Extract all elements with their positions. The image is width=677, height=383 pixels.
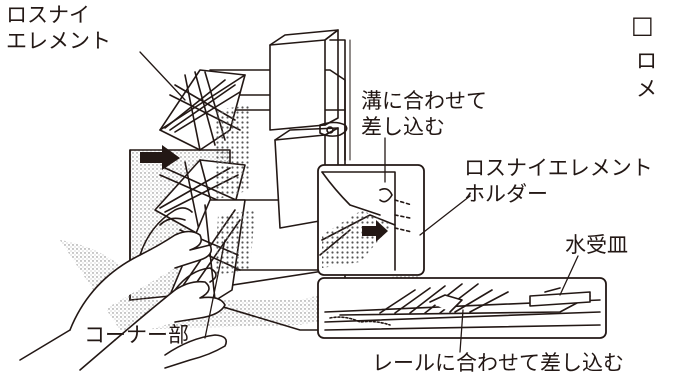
section-checkbox: □ [631, 11, 654, 39]
detail-holder-groove [317, 164, 425, 276]
section-text-line1: ロ [636, 49, 657, 73]
label-insert-along-rail: レールに合わせて差し込む [372, 351, 624, 375]
section-text-line2: メ [636, 77, 657, 101]
element-holder-boxes [269, 29, 348, 229]
label-insert-into-groove: 溝に合わせて 差し込む [361, 89, 487, 139]
insert-arrow-left [140, 145, 180, 170]
label-corner: コーナー部 [84, 323, 189, 347]
label-drip-tray: 水受皿 [565, 233, 628, 257]
hands [19, 207, 228, 371]
lossnay-element [154, 69, 255, 311]
label-lossnay-element-holder: ロスナイエレメント ホルダー [464, 156, 653, 206]
leader-lines [139, 51, 579, 353]
label-lossnay-element: ロスナイ エレメント [6, 3, 111, 53]
